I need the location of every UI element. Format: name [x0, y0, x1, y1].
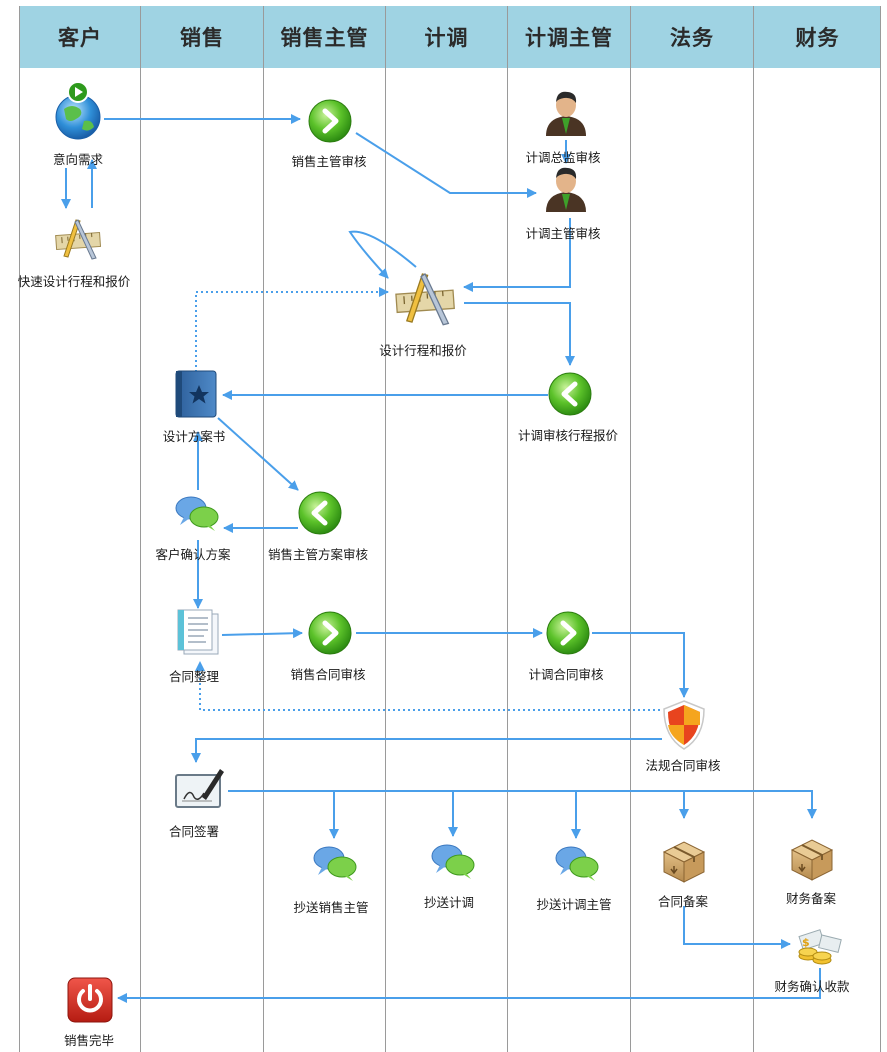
lane-divider: [630, 6, 631, 1052]
lane-header-finance: 财务: [754, 6, 881, 68]
green-arrow-left-icon[interactable]: [299, 492, 341, 534]
node-finance-confirm-label: 财务确认收款: [774, 979, 850, 994]
lane-divider: [19, 6, 20, 1052]
shield-icon[interactable]: [663, 700, 705, 750]
lane-header-legal: 法务: [631, 6, 753, 68]
node-sales-mgr-review-label: 销售主管审核: [291, 154, 367, 169]
globe-play-icon[interactable]: [55, 81, 101, 140]
document-icon[interactable]: [177, 609, 219, 655]
node-sales-contract-review-label: 销售合同审核: [290, 667, 366, 682]
green-arrow-right-icon[interactable]: [547, 612, 589, 654]
chat-bubbles-icon[interactable]: [431, 844, 475, 880]
chat-bubbles-icon[interactable]: [555, 846, 599, 882]
lane-divider: [507, 6, 508, 1052]
node-legal-contract-review-label: 法规合同审核: [645, 758, 721, 773]
lane-header-operations: 计调: [386, 6, 507, 68]
node-customer-confirm-label: 客户确认方案: [155, 547, 231, 562]
node-cc-op-label: 抄送计调: [423, 895, 475, 910]
node-op-director-review-label: 计调总监审核: [525, 150, 601, 165]
chat-bubbles-icon[interactable]: [175, 496, 219, 532]
node-op-mgr-review-label: 计调主管审核: [525, 226, 601, 241]
person-icon[interactable]: [546, 167, 586, 212]
box-icon[interactable]: [791, 839, 833, 881]
ruler-pencil-icon[interactable]: [395, 273, 455, 326]
lane-header-customer: 客户: [20, 6, 140, 68]
lane-divider: [753, 6, 754, 1052]
ruler-pencil-icon[interactable]: [55, 219, 102, 260]
node-design-book-label: 设计方案书: [162, 429, 226, 444]
node-op-review-quote-label: 计调审核行程报价: [517, 428, 619, 443]
node-cc-sales-mgr-label: 抄送销售主管: [293, 900, 369, 915]
lane-divider: [880, 6, 881, 1052]
sign-pen-icon[interactable]: [175, 769, 224, 808]
lane-header-sales-manager: 销售主管: [264, 6, 385, 68]
lane-header-sales: 销售: [141, 6, 263, 68]
node-design-quote-label: 设计行程和报价: [379, 343, 467, 358]
node-quick-design-label: 快速设计行程和报价: [17, 274, 131, 289]
node-sales-done-label: 销售完毕: [63, 1033, 115, 1048]
svg-text:$: $: [802, 936, 810, 949]
lane-divider: [140, 6, 141, 1052]
node-contract-draft-label: 合同整理: [168, 669, 220, 684]
node-finance-archive-label: 财务备案: [785, 891, 837, 906]
lane-divider: [385, 6, 386, 1052]
box-icon[interactable]: [663, 841, 705, 883]
power-icon[interactable]: [67, 977, 113, 1023]
lane-header-operations-manager: 计调主管: [508, 6, 630, 68]
person-icon[interactable]: [546, 91, 586, 136]
star-book-icon[interactable]: [175, 370, 217, 418]
green-arrow-right-icon[interactable]: [309, 612, 351, 654]
node-op-contract-review-label: 计调合同审核: [528, 667, 604, 682]
green-arrow-right-icon[interactable]: [309, 100, 351, 142]
node-contract-archive-label: 合同备案: [657, 894, 709, 909]
coins-icon[interactable]: $: [798, 929, 842, 965]
green-arrow-left-icon[interactable]: [549, 373, 591, 415]
chat-bubbles-icon[interactable]: [313, 846, 357, 882]
node-intent-label: 意向需求: [52, 152, 104, 167]
node-contract-sign-label: 合同签署: [168, 824, 220, 839]
node-sales-mgr-plan-review-label: 销售主管方案审核: [267, 547, 369, 562]
node-cc-op-mgr-label: 抄送计调主管: [536, 897, 612, 912]
